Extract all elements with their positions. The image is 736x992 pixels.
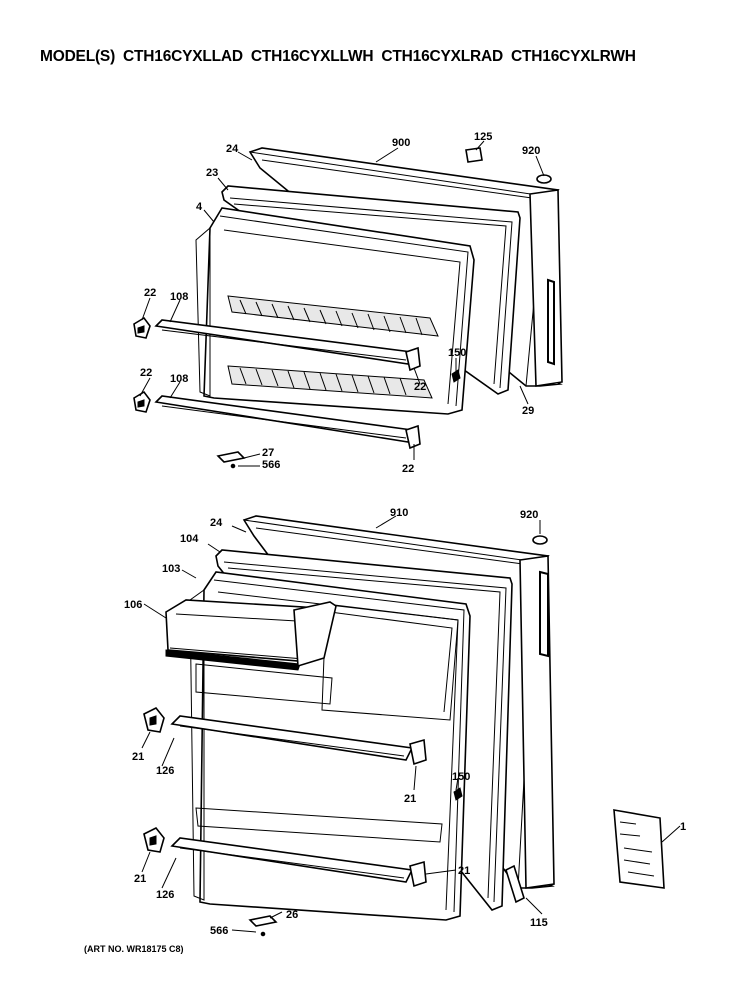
callout-24: 24 xyxy=(210,517,223,529)
callout-108: 108 xyxy=(170,373,188,385)
model-number: CTH16CYXLRAD xyxy=(381,48,504,65)
callout-920: 920 xyxy=(520,509,538,521)
callout-566: 566 xyxy=(210,925,228,937)
callout-104: 104 xyxy=(180,533,199,545)
callout-22: 22 xyxy=(144,287,156,299)
callout-22: 22 xyxy=(414,381,426,393)
callout-920: 920 xyxy=(522,145,540,157)
callout-24: 24 xyxy=(226,143,239,155)
callout-4: 4 xyxy=(196,201,203,213)
callout-126: 126 xyxy=(156,889,174,901)
callout-566: 566 xyxy=(262,459,280,471)
callout-150: 150 xyxy=(452,771,470,783)
freezer-door-assembly: 900 125 920 24 23 4 22 108 22 108 150 22… xyxy=(133,131,563,475)
model-number: CTH16CYXLRWH xyxy=(511,48,636,65)
callout-125: 125 xyxy=(474,131,492,143)
model-number: CTH16CYXLLWH xyxy=(250,48,374,65)
callout-29: 29 xyxy=(522,405,534,417)
callout-103: 103 xyxy=(162,563,180,575)
callout-1: 1 xyxy=(680,821,686,833)
callout-26: 26 xyxy=(286,909,298,921)
fresh-food-door-assembly: 910 920 24 104 103 106 21 126 150 21 21 … xyxy=(124,507,686,937)
callout-126: 126 xyxy=(156,765,174,777)
callout-23: 23 xyxy=(206,167,218,179)
callout-21: 21 xyxy=(132,751,144,763)
model-number: CTH16CYXLLAD xyxy=(123,48,243,65)
callout-106: 106 xyxy=(124,599,142,611)
callout-27: 27 xyxy=(262,447,274,459)
callout-21: 21 xyxy=(134,873,146,885)
callout-22: 22 xyxy=(402,463,414,475)
model-title: MODEL(S) CTH16CYXLLAD CTH16CYXLLWH CTH16CYX… xyxy=(40,48,644,66)
callout-150: 150 xyxy=(448,347,466,359)
art-number: (ART NO. WR18175 C8) xyxy=(84,944,184,954)
callout-910: 910 xyxy=(390,507,408,519)
callout-115: 115 xyxy=(530,917,548,929)
callout-108: 108 xyxy=(170,291,188,303)
models-label: MODEL(S) xyxy=(40,48,116,65)
callout-21: 21 xyxy=(404,793,416,805)
callout-900: 900 xyxy=(392,137,410,149)
callout-21: 21 xyxy=(458,865,470,877)
callout-22: 22 xyxy=(140,367,152,379)
